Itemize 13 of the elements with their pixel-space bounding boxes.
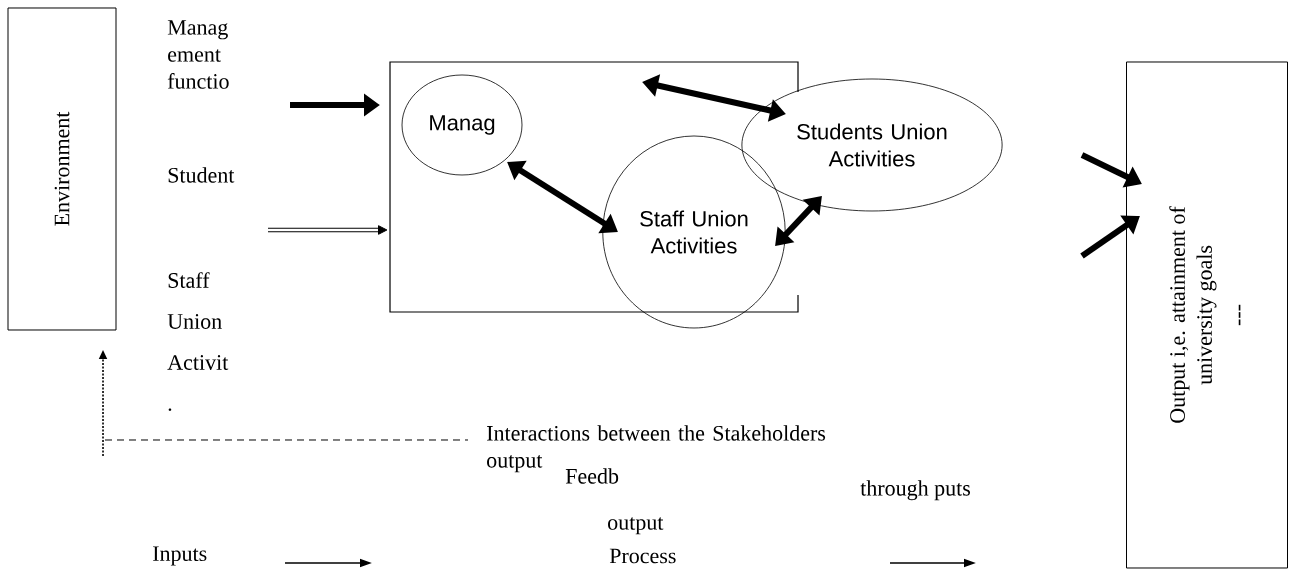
arrow [268,225,388,235]
stage-text: Process [609,548,676,564]
label-text: through puts [860,480,970,501]
label-text: output [608,517,664,535]
input-text: Student [168,167,235,183]
arrow [1080,215,1140,259]
input-text: Manag ement functio [167,20,229,89]
arrow [775,196,822,246]
process-box [389,61,799,313]
environment-box: Environment [7,7,117,331]
input-text: Staff Union Activit . [167,272,229,411]
output-box: Output i,e. attainment of university goals --- [1126,61,1288,569]
stage-text: Inputs [153,546,207,566]
